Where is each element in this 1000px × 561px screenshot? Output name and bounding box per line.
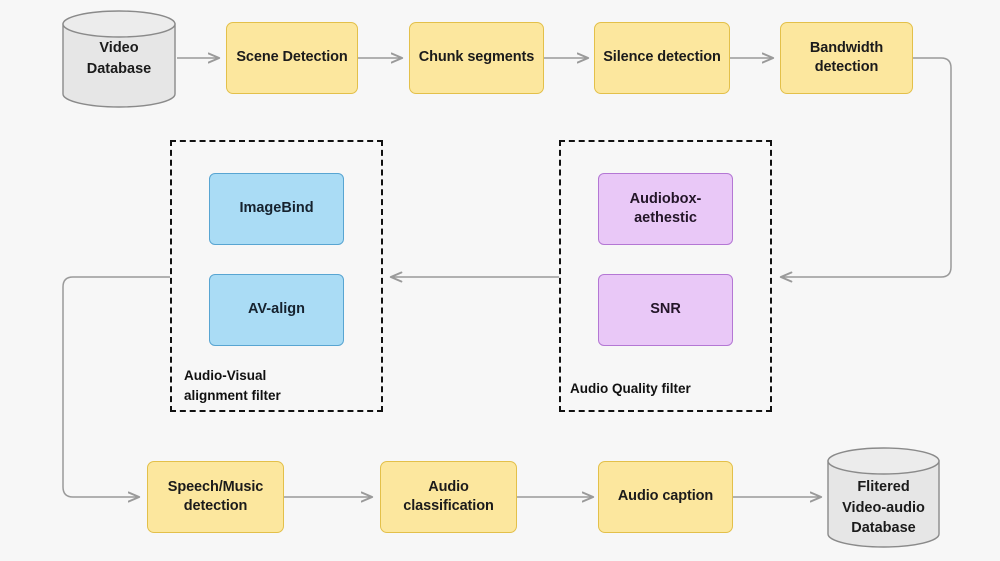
cylinder-shape: [62, 10, 176, 108]
group-audio-quality-filter-label: Audio Quality filter: [570, 381, 691, 396]
cylinder-shape: [827, 447, 940, 548]
node-audio-classification[interactable]: Audio classification: [380, 461, 517, 533]
node-video-database-label: Video Database: [86, 40, 152, 77]
node-snr[interactable]: SNR: [598, 274, 733, 346]
node-bandwidth-detection[interactable]: Bandwidth detection: [780, 22, 913, 94]
node-audiobox-aethestic[interactable]: Audiobox- aethestic: [598, 173, 733, 245]
node-speech-music-detection[interactable]: Speech/Music detection: [147, 461, 284, 533]
node-filtered-database[interactable]: Flitered Video-audio Database: [827, 447, 940, 549]
node-filtered-database-label: Flitered Video-audio Database: [842, 479, 925, 537]
group-audio-quality-filter[interactable]: [559, 140, 772, 412]
group-av-alignment-filter-label: Audio-Visual alignment filter: [184, 368, 281, 403]
node-silence-detection[interactable]: Silence detection: [594, 22, 730, 94]
node-av-align[interactable]: AV-align: [209, 274, 344, 346]
group-av-alignment-filter[interactable]: [170, 140, 383, 412]
node-video-database[interactable]: Video Database: [62, 10, 176, 108]
node-chunk-segments[interactable]: Chunk segments: [409, 22, 544, 94]
node-imagebind[interactable]: ImageBind: [209, 173, 344, 245]
node-audio-caption[interactable]: Audio caption: [598, 461, 733, 533]
node-scene-detection[interactable]: Scene Detection: [226, 22, 358, 94]
